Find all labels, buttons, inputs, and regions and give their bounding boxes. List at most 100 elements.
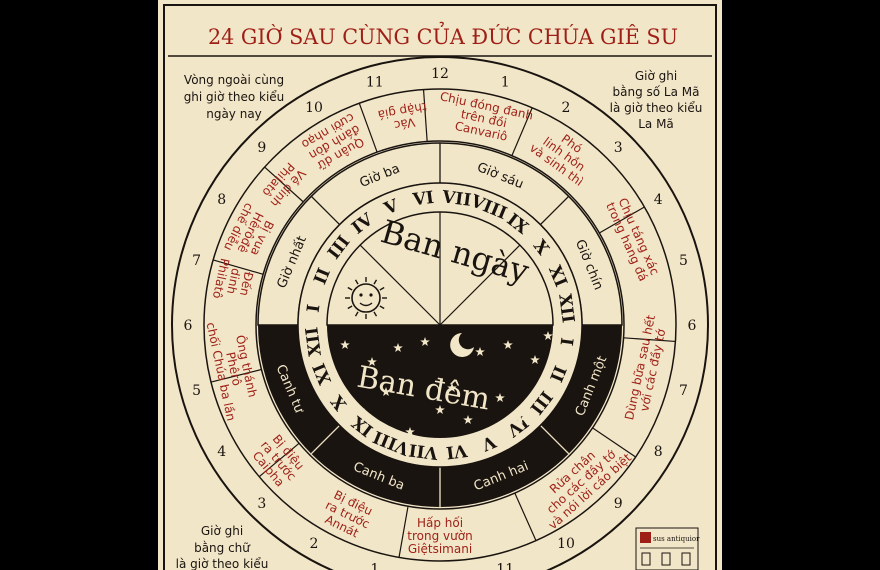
outer-hour-0: 12 <box>431 66 449 82</box>
center-spoke-2 <box>439 244 521 326</box>
corner-note-top-right-line-1: Giờ ghi <box>635 69 677 83</box>
outer-hour-numbers: 121234567891011121234567891011 <box>184 66 697 570</box>
watch-ring-dividers <box>310 143 570 507</box>
outer-hour-5: 5 <box>679 253 688 269</box>
event-divider-10 <box>358 103 378 153</box>
star-icon-8 <box>381 387 391 396</box>
sun-icon <box>345 277 387 319</box>
star-icon-9 <box>447 383 457 392</box>
sun-ray-5 <box>354 311 359 317</box>
event-divider-2 <box>623 337 676 343</box>
star-icon-1 <box>340 340 350 349</box>
event-ring-inner-edge <box>255 140 625 510</box>
outer-ring-inner-edge <box>203 88 677 562</box>
star-icon-4 <box>420 337 430 346</box>
roman-night-2: II <box>545 362 570 384</box>
event-den-dinh-philato-line-2: dinh <box>224 267 243 296</box>
roman-night-1: I <box>555 336 576 347</box>
star-icon-5 <box>475 347 485 356</box>
corner-note-bottom-left-line-3: là giờ theo kiểu <box>176 557 269 570</box>
roman-day-12: XII <box>554 293 578 325</box>
outer-hour-8: 8 <box>654 444 663 460</box>
corner-note-bottom-left-line-2: bằng chữ <box>194 541 251 555</box>
outer-hour-4: 4 <box>654 192 663 208</box>
star-icon-3 <box>393 343 403 352</box>
antiquior-stamp: sus antiquior <box>635 527 700 570</box>
outer-hour-16: 4 <box>217 444 226 460</box>
outer-hour-13: 1 <box>370 561 379 570</box>
paper-border <box>163 4 717 570</box>
outer-hour-11: 11 <box>496 561 514 570</box>
roman-day-1: I <box>304 303 325 314</box>
outer-hour-15: 3 <box>257 496 266 512</box>
watch-divider-2 <box>539 195 570 226</box>
star-icon-2 <box>367 357 377 366</box>
roman-day-2: II <box>310 265 335 287</box>
roman-night-12: XII <box>302 326 326 358</box>
event-hap-hoi-line-3: Giệtsimani <box>408 542 472 556</box>
corner-note-top-left-line-3: ngày nay <box>206 107 262 121</box>
night-stars <box>340 331 553 436</box>
corner-note-top-right-line-4: La Mã <box>638 117 674 131</box>
roman-night-6: VI <box>445 439 470 462</box>
roman-day-7: VII <box>440 187 472 211</box>
outer-hour-7: 7 <box>679 383 688 399</box>
event-hap-hoi-line-2: trong vườn <box>407 529 472 543</box>
outer-hour-17: 5 <box>192 383 201 399</box>
star-icon-6 <box>503 340 513 349</box>
outer-hour-2: 2 <box>562 100 571 116</box>
night-half <box>327 325 553 438</box>
outer-hour-3: 3 <box>614 140 623 156</box>
event-divider-3 <box>592 427 636 458</box>
corner-note-bottom-left-line-1: Giờ ghi <box>201 524 243 538</box>
stamp-label: sus antiquior <box>653 535 700 543</box>
outer-hour-23: 11 <box>366 75 384 91</box>
outer-hour-9: 9 <box>614 496 623 512</box>
night-watch-ring <box>258 325 622 507</box>
outer-hour-20: 8 <box>217 192 226 208</box>
outer-hour-10: 10 <box>557 536 575 552</box>
star-icon-10 <box>495 393 505 402</box>
star-icon-13 <box>515 415 525 424</box>
event-divider-5 <box>398 506 409 558</box>
sun-ray-6 <box>347 305 353 310</box>
star-icon-11 <box>355 405 365 414</box>
star-icon-14 <box>405 427 415 436</box>
event-den-dinh-philato-line-1: Đến <box>237 270 256 297</box>
event-divider-11 <box>422 89 428 142</box>
watch-divider-3 <box>539 424 570 455</box>
roman-night-7: VII <box>408 439 440 463</box>
roman-day-6: VI <box>411 188 436 211</box>
event-divider-4 <box>514 492 537 541</box>
event-divider-7 <box>210 368 262 383</box>
center-spoke-0 <box>359 244 441 326</box>
event-divider-1 <box>599 206 645 234</box>
center-spokes <box>359 212 521 326</box>
event-hap-hoi-line-1: Hấp hối <box>417 516 463 530</box>
event-ring-dividers <box>210 89 676 558</box>
outer-hour-14: 2 <box>310 536 319 552</box>
diagram-title: 24 GIỜ SAU CÙNG CỦA ĐỨC CHÚA GIÊ SU <box>208 22 678 49</box>
outer-hour-1: 1 <box>501 75 510 91</box>
event-divider-9 <box>264 166 304 203</box>
corner-note-top-left-line-2: ghi giờ theo kiểu <box>184 90 285 104</box>
sun-ray-3 <box>373 311 378 317</box>
sun-ray-2 <box>379 305 385 310</box>
corner-note-bottom-left: Giờ ghi bằng chữ là giờ theo kiểu <box>176 524 269 570</box>
sun-ray-8 <box>347 286 353 291</box>
sun-ray-11 <box>373 279 378 285</box>
outer-hour-19: 7 <box>192 253 201 269</box>
star-icon-12 <box>463 415 473 424</box>
sun-ray-9 <box>354 279 359 285</box>
moon-icon <box>450 333 474 357</box>
outer-hour-18: 6 <box>184 318 193 334</box>
event-vac-thap-gia-line-1: Vác <box>393 115 416 132</box>
event-divider-8 <box>212 259 264 275</box>
star-icon-7 <box>530 355 540 364</box>
outer-hour-21: 9 <box>257 140 266 156</box>
star-icon-15 <box>435 405 445 414</box>
event-ong-thanh-phero-line-2: Phêrô <box>223 351 244 387</box>
